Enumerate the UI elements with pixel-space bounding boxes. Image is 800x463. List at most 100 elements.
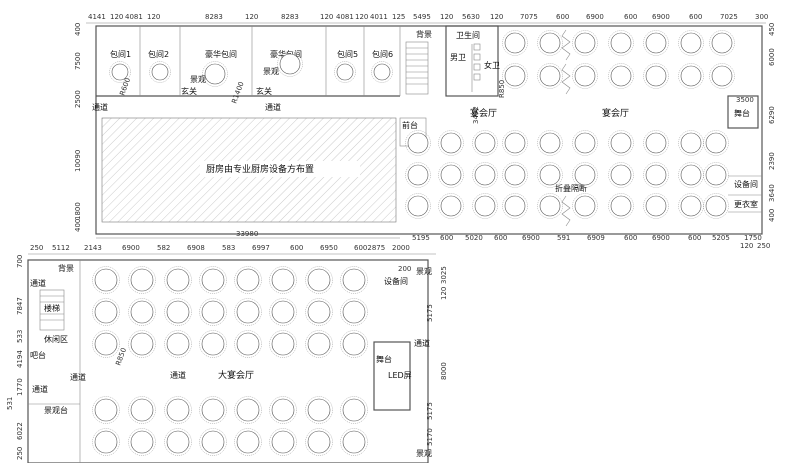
room-label: 设备间 — [734, 179, 758, 189]
dim: 120 — [355, 13, 368, 21]
round-table — [342, 430, 366, 454]
corridor-label: 通道 — [32, 384, 48, 394]
round-table — [166, 430, 190, 454]
folding-partition — [561, 29, 571, 61]
round-table — [342, 398, 366, 422]
round-table — [279, 53, 301, 75]
chair-ring — [269, 266, 297, 294]
chair-ring — [703, 130, 729, 156]
chair-ring — [643, 130, 669, 156]
chair-ring — [92, 396, 120, 424]
dim: 6900 — [122, 244, 140, 252]
round-table — [645, 32, 667, 54]
chair-ring — [199, 330, 227, 358]
chair-ring — [92, 330, 120, 358]
chair-ring — [643, 63, 669, 89]
chair-ring — [277, 51, 303, 77]
room-label: 背景 — [58, 263, 74, 273]
round-table — [94, 430, 118, 454]
stage-upper: 舞台 — [727, 95, 759, 129]
round-table — [201, 332, 225, 356]
kitchen-label: 厨房由专业厨房设备方布置 — [206, 163, 314, 175]
chair-ring — [608, 63, 634, 89]
stair-label: 楼梯 — [44, 303, 60, 313]
lower-dimension-row: 250 5112 2143 6900 582 6908 583 6997 600… — [30, 244, 410, 252]
chair-ring — [199, 396, 227, 424]
dim: 6290 — [768, 106, 776, 124]
round-table — [680, 164, 702, 186]
chair-ring — [92, 298, 120, 326]
chair-ring — [340, 266, 368, 294]
dim: 120 — [490, 13, 503, 21]
chair-ring — [164, 298, 192, 326]
room-label: 女卫 — [484, 60, 500, 70]
chair-ring — [92, 428, 120, 456]
chair-ring — [340, 330, 368, 358]
kitchen-zone: 厨房由专业厨房设备方布置 — [101, 117, 397, 223]
chair-ring — [305, 330, 333, 358]
dim: 6950 — [320, 244, 338, 252]
round-table — [504, 132, 526, 154]
dim: 6900 — [652, 234, 670, 242]
dim: 600 — [494, 234, 507, 242]
round-table — [539, 132, 561, 154]
chair-ring — [234, 298, 262, 326]
stair-zone: 背景 — [405, 29, 432, 95]
dim: 591 — [557, 234, 570, 242]
room-label: 景观 — [416, 449, 432, 458]
banquet-tables — [92, 30, 735, 456]
round-table — [271, 300, 295, 324]
round-table — [111, 63, 129, 81]
lower-right-dimension-column: 200 3025 5175 8000 5175 5170 120 — [398, 265, 448, 446]
chair-ring — [164, 396, 192, 424]
round-table — [440, 195, 462, 217]
dim: 531 — [6, 397, 14, 410]
dim: 5195 — [412, 234, 430, 242]
dim: 6000 — [768, 48, 776, 66]
round-table — [236, 268, 260, 292]
round-table — [201, 268, 225, 292]
round-table — [645, 164, 667, 186]
corridor-label: 通道 — [265, 102, 281, 112]
dim: 6900 — [586, 13, 604, 21]
dim: 2500 — [74, 90, 82, 108]
round-table — [271, 268, 295, 292]
dim: 120 — [320, 13, 333, 21]
round-table — [610, 195, 632, 217]
round-table — [474, 195, 496, 217]
overall-width-dim: 33980 — [236, 230, 258, 238]
chair-ring — [269, 330, 297, 358]
chair-ring — [269, 298, 297, 326]
dim: 582 — [157, 244, 170, 252]
dim: 600 — [624, 234, 637, 242]
dim: 700 — [16, 255, 24, 268]
dim: 5175 — [426, 304, 434, 322]
chair-ring — [269, 396, 297, 424]
round-table — [236, 300, 260, 324]
stage-label: 舞台 — [376, 354, 392, 364]
chair-ring — [608, 193, 634, 219]
room-label: 设备间 — [384, 276, 408, 286]
room-label: 玄关 — [181, 86, 197, 96]
dim: 1770 — [16, 378, 24, 396]
round-table — [680, 65, 702, 87]
round-table — [271, 332, 295, 356]
chair-ring — [305, 298, 333, 326]
round-table — [342, 300, 366, 324]
round-table — [645, 65, 667, 87]
chair-ring — [643, 30, 669, 56]
chair-ring — [572, 162, 598, 188]
round-table — [504, 32, 526, 54]
lower-left-dimension-column: 700 7847 533 4194 1770 531 6022 250 — [6, 255, 24, 460]
chair-ring — [234, 396, 262, 424]
round-table — [440, 132, 462, 154]
room-label: 包间5 — [337, 49, 358, 59]
dim: 6022 — [16, 422, 24, 440]
room-label: 背景 — [416, 29, 432, 39]
stage-lower — [373, 341, 411, 411]
round-table — [504, 65, 526, 87]
round-table — [307, 430, 331, 454]
chair-ring — [149, 61, 171, 83]
chair-ring — [643, 193, 669, 219]
